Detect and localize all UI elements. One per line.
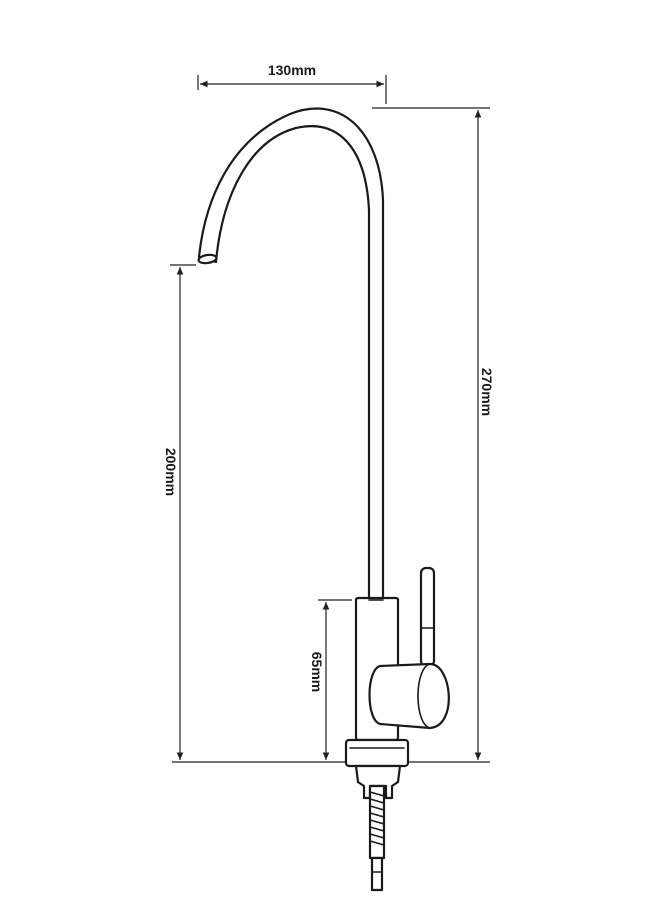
- thread-line: [369, 791, 385, 797]
- lever-handle: [419, 566, 436, 668]
- thread-line: [369, 805, 385, 811]
- thread-line: [369, 812, 385, 818]
- width-dimension: 130mm: [197, 62, 387, 104]
- total-height-dimension: 270mm: [372, 107, 495, 763]
- valve-knob: [368, 662, 450, 730]
- thread-line: [369, 833, 385, 839]
- spout-height-label: 200mm: [163, 448, 179, 496]
- total-height-label: 270mm: [479, 368, 495, 416]
- body-height-dimension: 65mm: [309, 599, 352, 760]
- supply-tube: [370, 856, 384, 892]
- gooseneck-spout: [197, 107, 385, 604]
- width-label: 130mm: [268, 62, 316, 78]
- shank-threads: [369, 791, 385, 846]
- faucet-drawing: [197, 107, 450, 892]
- valve-knob-face: [417, 663, 431, 729]
- thread-line: [369, 819, 385, 825]
- mounting-clamp: [354, 764, 402, 800]
- body-height-label: 65mm: [309, 652, 325, 692]
- spout-height-dimension: 200mm: [163, 264, 350, 763]
- spout-tip: [197, 253, 218, 265]
- thread-line: [369, 840, 385, 846]
- thread-line: [369, 826, 385, 832]
- base-flange: [344, 738, 410, 768]
- thread-line: [369, 798, 385, 804]
